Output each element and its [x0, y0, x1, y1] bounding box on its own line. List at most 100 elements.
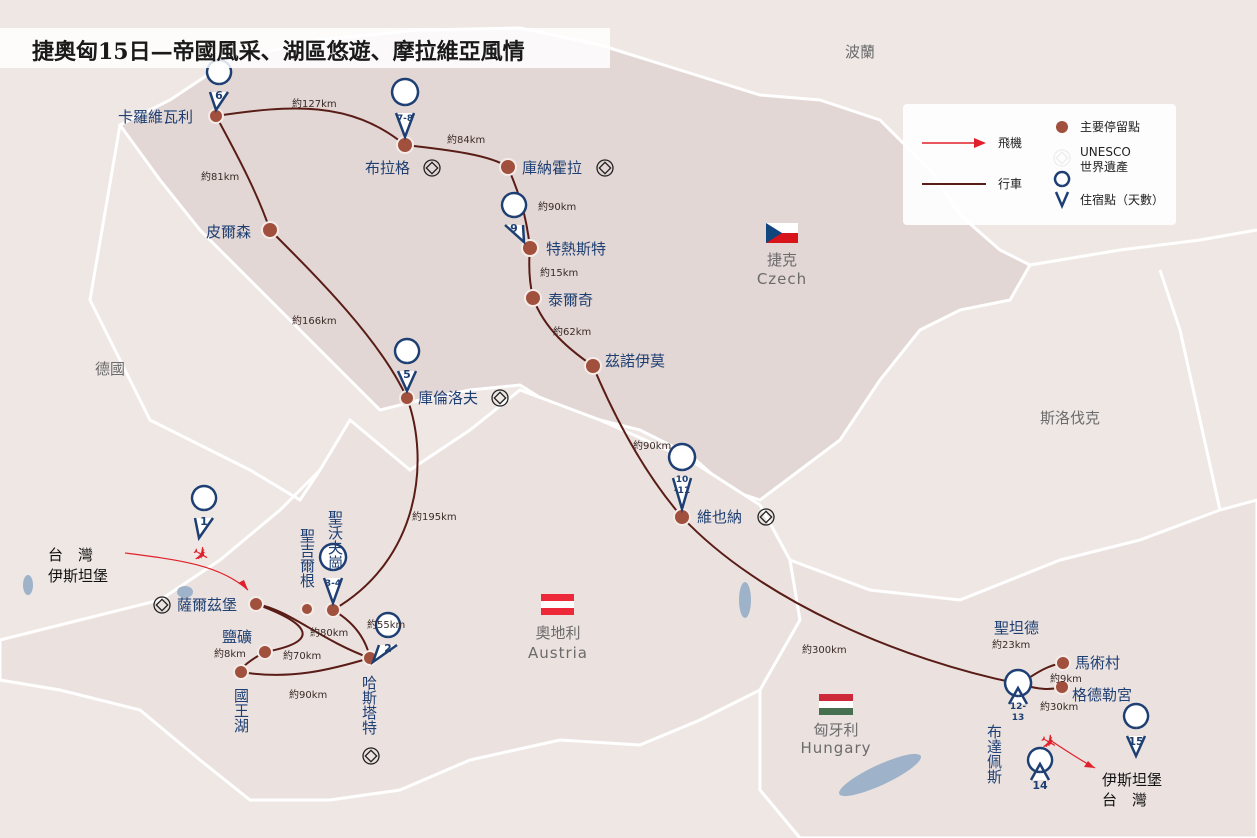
- svg-text:6: 6: [215, 89, 223, 102]
- city-cesky-krumlov: 庫倫洛夫: [418, 389, 478, 407]
- svg-text:1: 1: [200, 515, 208, 528]
- pin-day-7-8: 7-8: [390, 77, 420, 141]
- city-trebic: 泰爾奇: [548, 291, 593, 309]
- legend-pin-icon: [1053, 170, 1071, 210]
- legend-stop: 主要停留點: [1080, 119, 1140, 134]
- country-slovakia: 斯洛伐克: [1040, 409, 1100, 427]
- unesco-icon: [362, 747, 380, 765]
- pin-day-3-4: 3-4: [318, 542, 348, 607]
- unesco-icon: [757, 508, 775, 526]
- distance-label: 約84km: [447, 133, 485, 146]
- pin-day-5: 5: [393, 337, 421, 395]
- svg-text:7-8: 7-8: [397, 114, 413, 124]
- city-hallstatt: 哈斯塔特: [360, 675, 378, 735]
- stop-trebic: [524, 289, 542, 307]
- legend-unesco-2: 世界遺產: [1080, 159, 1128, 174]
- germany-border: [88, 124, 322, 503]
- unesco-icon: [491, 389, 509, 407]
- city-telc: 特熱斯特: [546, 240, 606, 258]
- country-austria-zh: 奧地利: [535, 624, 580, 642]
- dest-taiwan: 台 灣: [1102, 791, 1147, 809]
- distance-label: 約81km: [201, 170, 239, 183]
- svg-text:9: 9: [510, 222, 518, 235]
- stop-salzburg: [248, 596, 264, 612]
- pin-day-9: 9: [500, 191, 528, 245]
- pin-day-14: 14: [1026, 746, 1054, 792]
- stop-horse-village: [1055, 655, 1071, 671]
- pin-day-12-13: 12-13: [1003, 668, 1033, 723]
- legend-unesco-1: UNESCO: [1080, 145, 1131, 159]
- city-konigssee: 國王湖: [232, 688, 250, 734]
- city-st-wolfgang: 聖沃夫崗: [326, 510, 344, 570]
- pin-day-1: 1: [190, 484, 218, 542]
- distance-label: 約90km: [289, 688, 327, 701]
- svg-text:5: 5: [403, 368, 411, 381]
- legend-drive: 行車: [998, 177, 1022, 191]
- czech-flag: [766, 223, 798, 243]
- distance-label: 約8km: [214, 647, 246, 660]
- svg-text:-11: -11: [674, 486, 690, 496]
- city-szentendre: 聖坦德: [994, 619, 1039, 637]
- stop-godollo: [1054, 679, 1070, 695]
- title-banner: [0, 28, 610, 68]
- city-salzburg: 薩爾茲堡: [177, 596, 237, 614]
- country-germany: 德國: [95, 360, 125, 378]
- city-salt-mine: 鹽礦: [222, 628, 252, 646]
- country-czech-zh: 捷克: [767, 251, 797, 269]
- legend-stop-dot: [1056, 121, 1068, 133]
- city-horse-village: 馬術村: [1075, 654, 1120, 672]
- origin-taiwan: 台 灣: [48, 546, 93, 564]
- country-czech-en: Czech: [757, 270, 807, 288]
- distance-label: 約90km: [538, 200, 576, 213]
- stop-salt-mine: [257, 644, 273, 660]
- svg-text:13: 13: [1012, 713, 1025, 723]
- city-budapest: 布達佩斯: [985, 724, 1003, 785]
- pin-day-10-11: 10-11: [667, 442, 697, 514]
- unesco-icon: [423, 159, 441, 177]
- distance-label: 約15km: [540, 266, 578, 279]
- hungary-region: [758, 498, 1257, 838]
- distance-label: 約23km: [992, 638, 1030, 651]
- svg-text:2: 2: [384, 642, 392, 655]
- stop-kutna-hora: [499, 158, 517, 176]
- svg-text:15: 15: [1128, 735, 1143, 748]
- distance-label: 約70km: [283, 649, 321, 662]
- distance-label: 約30km: [1040, 700, 1078, 713]
- legend: 飛機 行車 主要停留點 UNESCO 世界遺產 住宿點（天數）: [903, 104, 1176, 225]
- svg-text:14: 14: [1032, 779, 1048, 792]
- city-kutna-hora: 庫納霍拉: [522, 159, 582, 177]
- slovakia-border: [1029, 228, 1257, 511]
- distance-label: 約80km: [310, 626, 348, 639]
- unesco-icons: [153, 149, 1071, 765]
- distance-label: 約195km: [412, 510, 457, 523]
- austria-flag: [541, 594, 574, 615]
- lake-1: [177, 586, 193, 598]
- legend-flight: 飛機: [998, 135, 1022, 150]
- city-prague: 布拉格: [365, 159, 410, 177]
- origin-istanbul: 伊斯坦堡: [48, 567, 108, 585]
- distance-label: 約166km: [292, 314, 337, 327]
- country-poland: 波蘭: [845, 43, 875, 61]
- austria-region: [0, 388, 802, 802]
- hungary-flag: [819, 694, 853, 715]
- city-vienna: 維也納: [697, 508, 742, 526]
- lake-balaton: [838, 753, 922, 797]
- stop-znojmo: [584, 357, 602, 375]
- svg-text:12-: 12-: [1010, 702, 1027, 712]
- pin-day-2: 2: [370, 611, 402, 666]
- distance-label: 約300km: [802, 643, 847, 656]
- dest-istanbul: 伊斯坦堡: [1102, 771, 1162, 789]
- country-austria-en: Austria: [528, 644, 588, 662]
- city-st-gilgen: 聖吉爾根: [298, 528, 316, 588]
- city-godollo: 格德勒宮: [1072, 686, 1132, 704]
- stop-st-gilgen: [300, 602, 314, 616]
- unesco-icon: [153, 596, 171, 614]
- distance-label: 約127km: [292, 97, 337, 110]
- country-hungary-zh: 匈牙利: [813, 721, 858, 739]
- stop-konigssee: [233, 664, 249, 680]
- legend-stay: 住宿點（天數）: [1080, 192, 1164, 207]
- stop-plzen: [261, 221, 279, 239]
- distance-label: 約55km: [367, 618, 405, 631]
- distance-label: 約90km: [633, 439, 671, 452]
